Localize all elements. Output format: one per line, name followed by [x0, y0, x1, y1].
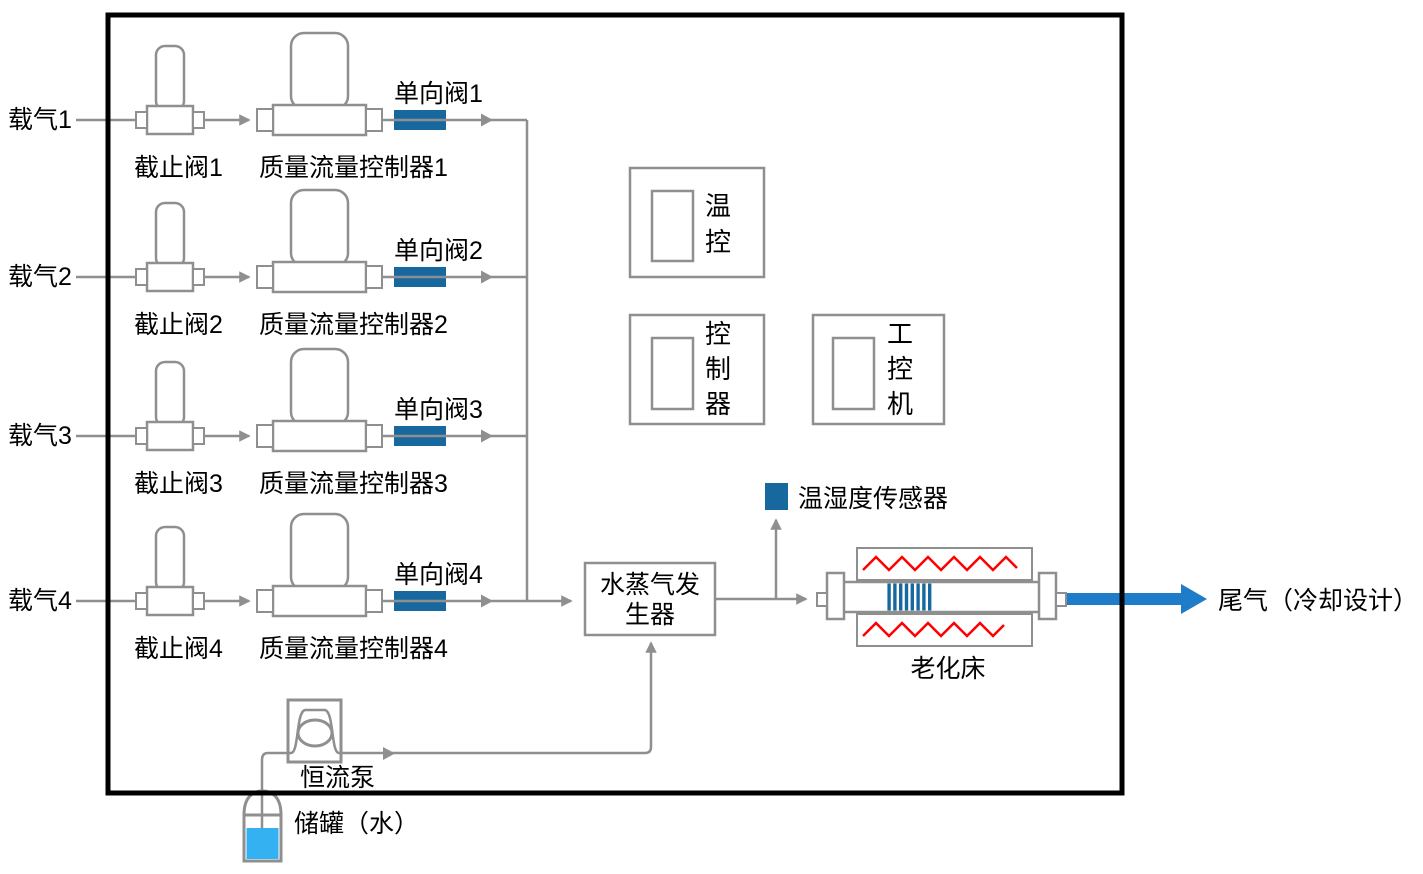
catalyst-bed: [887, 583, 933, 611]
mfc-label-2: 质量流量控制器2: [259, 311, 448, 339]
mfc-label-4: 质量流量控制器4: [259, 635, 448, 663]
water-tank-label: 储罐（水）: [294, 810, 420, 838]
carrier-gas-label-4: 载气4: [8, 587, 72, 615]
water-tube: [260, 641, 657, 828]
port-right: [1055, 592, 1067, 607]
industrial-pc-label: 工控机: [886, 319, 913, 419]
humidity-sensor-label: 温湿度传感器: [798, 485, 949, 513]
insulation-top: [856, 547, 1033, 581]
heater-coil-bottom: [862, 621, 1005, 638]
check-valve-label-1: 单向阀1: [394, 80, 483, 108]
humidity-sensor-symbol: [765, 483, 788, 510]
tank-water: [246, 828, 279, 859]
temp-control-box: [628, 166, 766, 279]
tail-gas-arrow: [1067, 584, 1207, 614]
pump-label: 恒流泵: [300, 764, 376, 792]
carrier-gas-label-2: 载气2: [8, 263, 72, 291]
heater-coil-top: [862, 555, 1018, 572]
system-boundary: [105, 12, 1125, 796]
temp-control-label: 温控: [704, 191, 731, 257]
industrial-pc-box: [811, 313, 946, 426]
steam-generator-box: [583, 561, 717, 637]
stop-valve-label-2: 截止阀2: [134, 311, 223, 339]
carrier-gas-label-1: 载气1: [8, 106, 72, 134]
stop-valve-label-4: 截止阀4: [134, 635, 223, 663]
stop-valve-label-1: 截止阀1: [134, 154, 223, 182]
check-valve-label-2: 单向阀2: [394, 237, 483, 265]
check-valve-label-4: 单向阀4: [394, 561, 483, 589]
port-left: [816, 592, 828, 607]
aging-bed-label: 老化床: [910, 655, 986, 683]
flange-left: [825, 571, 846, 621]
pump-roller: [296, 718, 334, 748]
mfc-label-1: 质量流量控制器1: [259, 154, 448, 182]
tail-gas-label: 尾气（冷却设计）: [1218, 587, 1419, 615]
flange-right: [1037, 571, 1058, 621]
check-valve-label-3: 单向阀3: [394, 396, 483, 424]
water-flow-arrow: [383, 747, 395, 760]
stop-valve-label-3: 截止阀3: [134, 470, 223, 498]
mfc-label-3: 质量流量控制器3: [259, 470, 448, 498]
controller-label: 控制器: [704, 319, 731, 419]
insulation-bottom: [856, 613, 1033, 647]
bed-tube: [841, 580, 1042, 614]
aging-bed: [816, 547, 1067, 647]
steam-generator-label: 水蒸气发生器: [599, 571, 700, 629]
carrier-gas-label-3: 载气3: [8, 422, 72, 450]
controller-box: [628, 313, 766, 426]
